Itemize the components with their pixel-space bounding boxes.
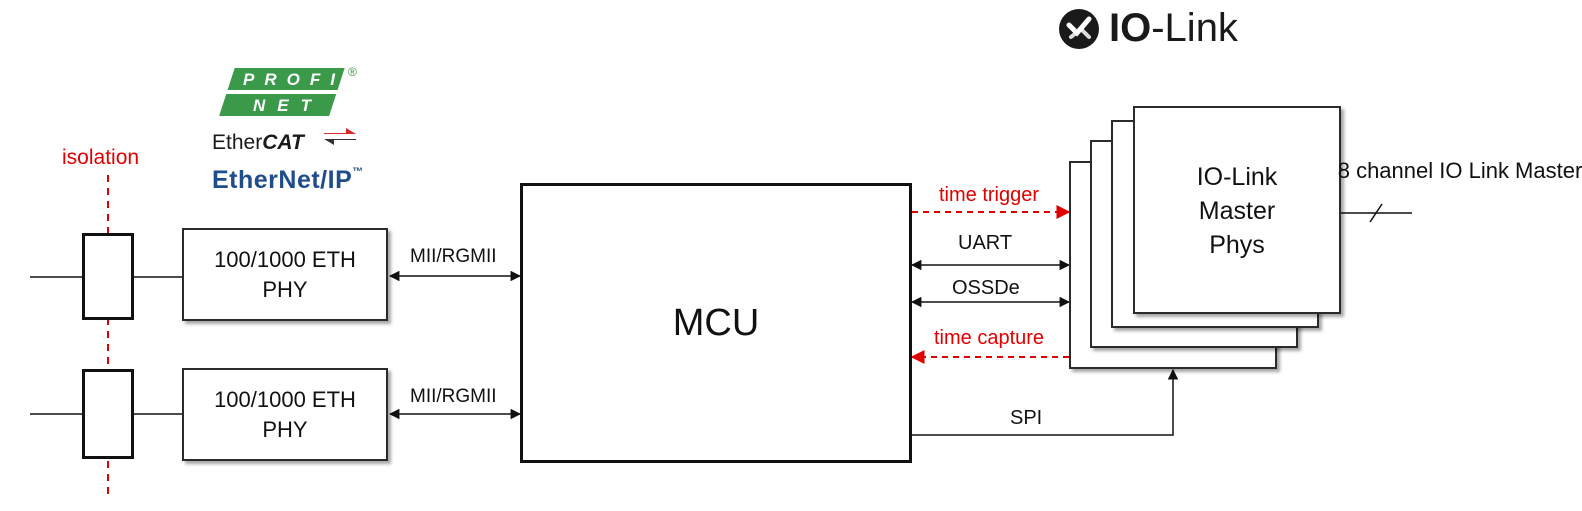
profinet-text-top: PROFI — [243, 70, 345, 89]
profinet-logo: PROFI NET ® — [212, 64, 362, 125]
isolation-label: isolation — [62, 146, 140, 169]
profinet-logo-graphic: PROFI NET ® — [219, 65, 357, 116]
eth-phy-bottom: 100/1000 ETH PHY — [182, 368, 388, 461]
isolation-transformer-bottom — [82, 369, 134, 459]
profinet-registered: ® — [348, 65, 357, 79]
spi-label: SPI — [1010, 407, 1043, 429]
output-label: 8 channel IO Link Master — [1337, 158, 1582, 183]
spi-arrow — [912, 368, 1179, 436]
iolink-phy-front: IO-Link Master Phys — [1133, 106, 1341, 314]
ethernetip-logo: EtherNet/IP™ — [212, 166, 364, 195]
isolation-transformer-top — [82, 233, 134, 320]
eth-phy-top: 100/1000 ETH PHY — [182, 228, 388, 321]
mii-label-top: MII/RGMII — [410, 246, 497, 267]
iolink-logo: IO-Link — [1057, 6, 1238, 51]
mcu-label: MCU — [672, 301, 760, 344]
ethercat-logo: EtherCAT — [212, 131, 304, 155]
ethercat-arrows-icon — [324, 128, 356, 145]
iolink-text-rest: -Link — [1151, 6, 1238, 50]
time-capture-label: time capture — [934, 327, 1045, 349]
iolink-text-bold: IO — [1109, 6, 1152, 50]
ethernetip-text: EtherNet/IP — [212, 166, 353, 194]
eth-phy-bottom-label: 100/1000 ETH PHY — [214, 386, 356, 442]
mcu-block: MCU — [520, 183, 912, 463]
ethercat-text-bold: CAT — [262, 131, 304, 154]
ethernetip-trademark: ™ — [352, 166, 364, 178]
eth-phy-top-label: 100/1000 ETH PHY — [214, 246, 356, 302]
uart-label: UART — [958, 232, 1013, 254]
iolink-phy-label: IO-Link Master Phys — [1196, 163, 1278, 259]
mii-label-bottom: MII/RGMII — [410, 386, 497, 407]
ethercat-text-plain: Ether — [212, 131, 263, 154]
profinet-text-bottom: NET — [253, 96, 323, 115]
iolink-emblem-icon — [1059, 8, 1099, 49]
ossde-label: OSSDe — [952, 277, 1020, 299]
time-trigger-label: time trigger — [939, 184, 1040, 206]
connection-wires — [30, 175, 1412, 498]
